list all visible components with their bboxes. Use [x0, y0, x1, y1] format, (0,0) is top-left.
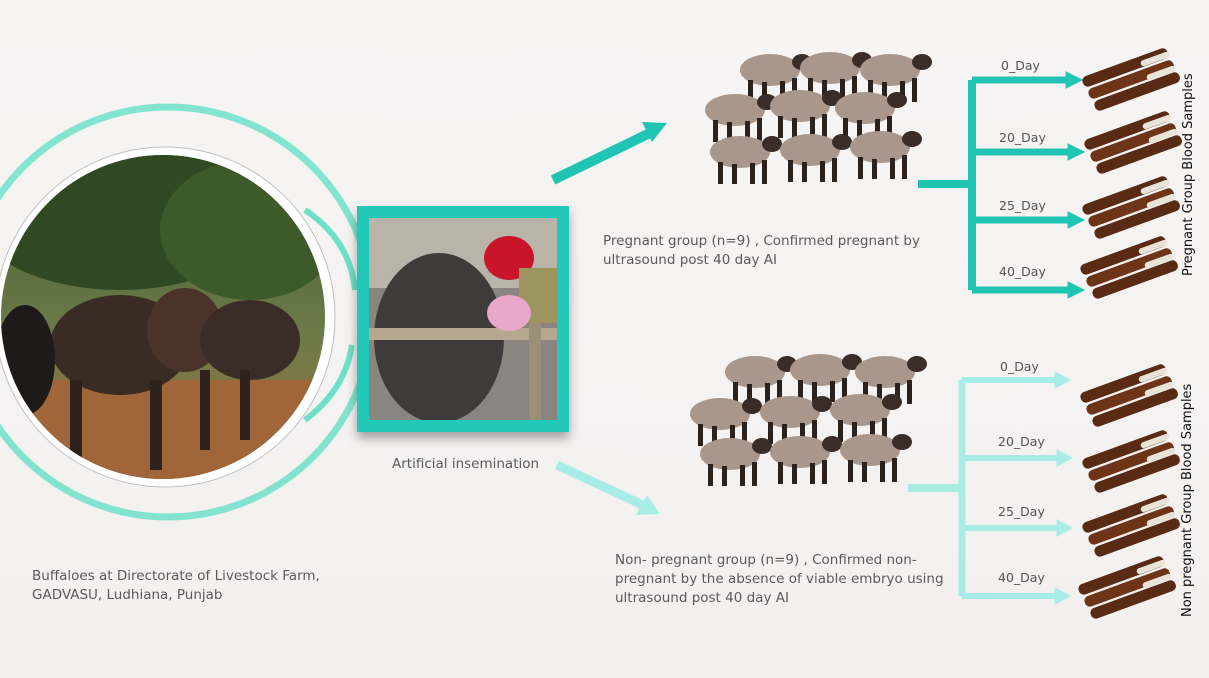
pregnant-blood-tubes [1079, 46, 1184, 301]
nonpregnant-side-label: Non pregnant Group Blood Samples [1180, 383, 1195, 617]
nonpregnant-day-20: 20_Day [998, 434, 1045, 449]
arrow-to-pregnant [550, 122, 667, 185]
ai-photo-frame [357, 206, 569, 432]
nonpregnant-day-40: 40_Day [998, 570, 1045, 585]
arrow-to-nonpregnant [555, 460, 660, 515]
pregnant-day-0: 0_Day [1001, 58, 1040, 73]
pregnant-caption-line1: Pregnant group (n=9) , Confirmed pregnan… [603, 233, 920, 249]
nonpregnant-day-25: 25_Day [998, 504, 1045, 519]
connector-top [303, 207, 358, 291]
connector-bottom [303, 344, 355, 423]
nonpregnant-caption-line2: pregnant by the absence of viable embryo… [615, 571, 944, 587]
left-caption-line2: GADVASU, Ludhiana, Punjab [32, 587, 223, 603]
pregnant-branch-arrows [918, 71, 1086, 299]
nonpregnant-caption-line3: ultrasound post 40 day AI [615, 590, 789, 606]
pregnant-day-40: 40_Day [999, 264, 1046, 279]
pregnant-caption-line2: ultrasound post 40 day AI [603, 252, 777, 268]
ai-caption: Artificial insemination [392, 456, 540, 472]
nonpregnant-branch-arrows [908, 371, 1074, 605]
pregnant-side-label: Pregnant Group Blood Samples [1181, 73, 1196, 276]
pregnant-sheep-group [705, 52, 932, 184]
pregnant-day-25: 25_Day [999, 198, 1046, 213]
nonpregnant-blood-tubes [1077, 362, 1182, 621]
nonpregnant-sheep-group [690, 354, 927, 486]
nonpregnant-day-0: 0_Day [1000, 359, 1039, 374]
buffalo-photo [1, 155, 325, 479]
nonpregnant-caption-line1: Non- pregnant group (n=9) , Confirmed no… [615, 552, 917, 568]
left-caption-line1: Buffaloes at Directorate of Livestock Fa… [32, 568, 320, 584]
ai-photo [369, 218, 557, 423]
pregnant-day-20: 20_Day [999, 130, 1046, 145]
